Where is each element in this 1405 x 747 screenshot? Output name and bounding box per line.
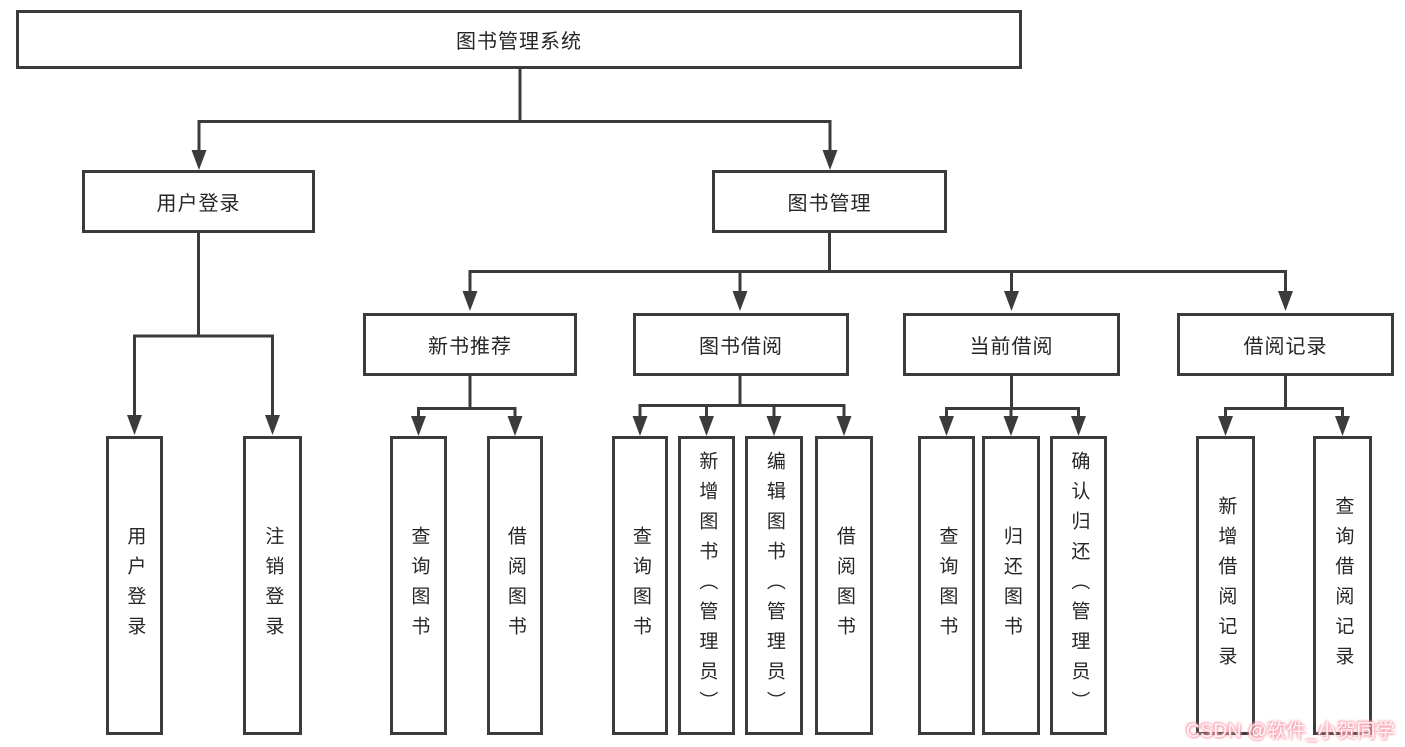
leaf-query-book-1-label: 查询图书 [408,525,430,646]
node-book-borrow-label: 图书借阅 [699,336,783,358]
node-root-label: 图书管理系统 [456,31,582,53]
leaf-logout: 注销登录 [243,436,302,735]
connector-book-borrow-children [632,375,852,436]
node-current-borrow: 当前借阅 [903,313,1120,376]
arrow-down-icon [1003,416,1019,436]
arrow-down-icon [766,416,782,436]
arrow-down-icon [411,416,426,436]
arrow-down-icon [1335,416,1350,436]
leaf-add-book-admin-label: 新增图书（管理员） [696,450,718,721]
leaf-query-book-2: 查询图书 [612,436,668,735]
leaf-query-book-1: 查询图书 [390,436,447,735]
arrow-down-icon [507,416,523,436]
arrow-down-icon [265,415,280,435]
arrow-down-icon [836,416,852,436]
leaf-logout-label: 注销登录 [262,525,284,646]
leaf-user-login-label: 用户登录 [124,525,146,646]
connector-current-borrow-children [939,375,1086,436]
arrow-down-icon [732,291,748,311]
connector-borrow-record-children [1218,375,1350,436]
leaf-confirm-return-admin: 确认归还（管理员） [1050,436,1107,735]
node-book-borrow: 图书借阅 [633,313,849,376]
leaf-borrow-book-2-label: 借阅图书 [833,525,855,646]
watermark: CSDN @软件_小贺同学 [1186,721,1396,742]
arrow-down-icon [1004,291,1019,311]
arrow-down-icon [1071,416,1086,436]
leaf-add-book-admin: 新增图书（管理员） [678,436,735,735]
arrow-down-icon [939,416,954,436]
node-book-management: 图书管理 [712,170,947,233]
connector-new-book-children [411,375,523,436]
leaf-borrow-book-1: 借阅图书 [487,436,543,735]
arrow-down-icon [127,415,142,435]
leaf-add-borrow-record: 新增借阅记录 [1196,436,1255,735]
arrow-down-icon [1218,416,1233,436]
connector-book-management-children [462,232,1293,311]
leaf-confirm-return-admin-label: 确认归还（管理员） [1068,450,1090,721]
node-borrow-record-label: 借阅记录 [1243,336,1328,358]
leaf-query-book-3: 查询图书 [918,436,975,735]
connector-user-login-children [127,232,280,435]
connector-root-to-level2 [191,66,838,170]
leaf-borrow-book-2: 借阅图书 [815,436,873,735]
node-root: 图书管理系统 [16,10,1022,69]
node-new-book-recommend-label: 新书推荐 [428,336,512,358]
arrow-down-icon [699,416,714,436]
node-current-borrow-label: 当前借阅 [969,336,1054,358]
arrow-down-icon [462,291,478,311]
arrow-down-icon [822,150,838,170]
arrow-down-icon [632,416,648,436]
node-user-login: 用户登录 [82,170,315,233]
leaf-add-borrow-record-label: 新增借阅记录 [1215,495,1237,676]
arrow-down-icon [1278,291,1293,311]
node-borrow-record: 借阅记录 [1177,313,1394,376]
leaf-return-book-label: 归还图书 [1000,525,1022,646]
arrow-down-icon [191,150,207,170]
leaf-user-login: 用户登录 [106,436,163,735]
node-user-login-label: 用户登录 [156,193,241,215]
leaf-query-borrow-record-label: 查询借阅记录 [1332,495,1354,676]
leaf-query-borrow-record: 查询借阅记录 [1313,436,1372,735]
leaf-edit-book-admin: 编辑图书（管理员） [745,436,803,735]
leaf-query-book-3-label: 查询图书 [936,525,958,646]
leaf-edit-book-admin-label: 编辑图书（管理员） [763,450,785,721]
leaf-return-book: 归还图书 [982,436,1040,735]
leaf-borrow-book-1-label: 借阅图书 [504,525,526,646]
leaf-query-book-2-label: 查询图书 [629,525,651,646]
node-new-book-recommend: 新书推荐 [363,313,577,376]
node-book-management-label: 图书管理 [787,193,872,215]
